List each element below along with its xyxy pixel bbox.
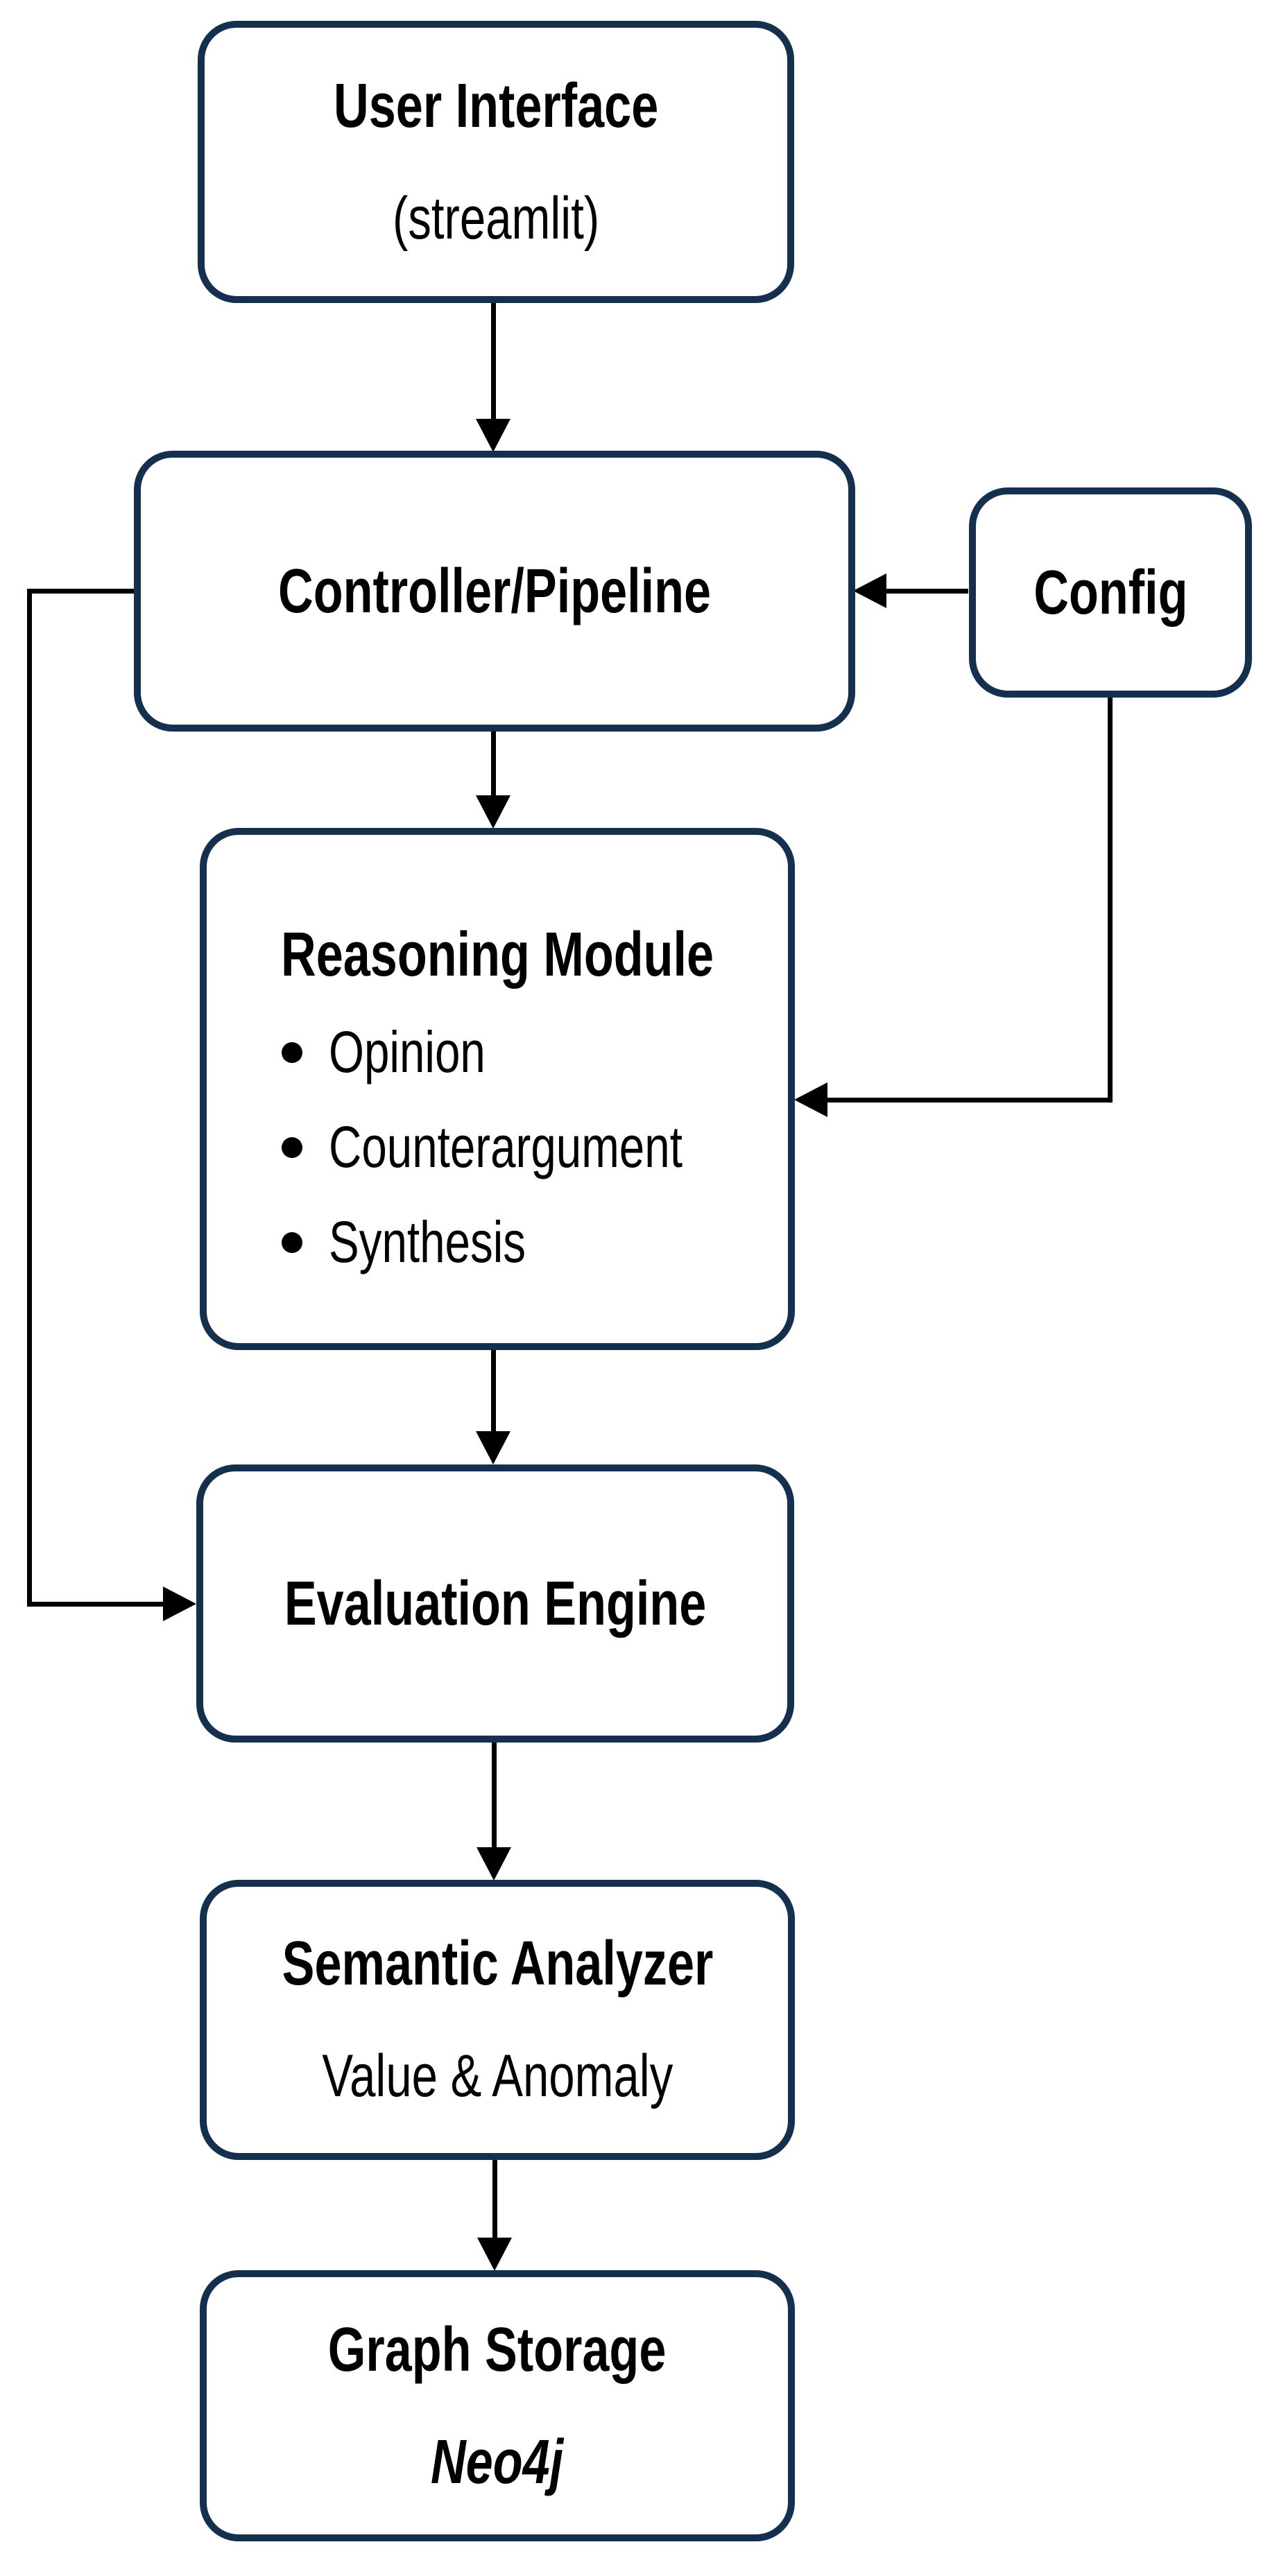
node-title: Config: [1033, 557, 1188, 628]
node-title: Controller/Pipeline: [277, 556, 712, 626]
node-title: Semantic Analyzer: [282, 1929, 713, 1998]
node-controller-pipeline: Controller/Pipeline: [134, 451, 855, 732]
arrowhead-left-icon: [794, 1082, 827, 1117]
node-graph-storage: Graph Storage Neo4j: [200, 2270, 795, 2541]
bullet-icon: [282, 1231, 302, 1253]
list-item: Opinion: [207, 1005, 788, 1100]
arrowhead-left-icon: [853, 573, 886, 608]
node-subtitle: Neo4j: [431, 2427, 564, 2497]
reasoning-bullet-list: Opinion Counterargument Synthesis: [207, 1005, 788, 1290]
node-config: Config: [969, 487, 1252, 698]
list-item: Synthesis: [207, 1195, 788, 1290]
list-item: Counterargument: [207, 1100, 788, 1195]
bullet-icon: [282, 1136, 302, 1158]
arrowhead-down-icon: [476, 419, 510, 452]
node-user-interface: User Interface (streamlit): [198, 21, 794, 303]
bullet-icon: [282, 1041, 302, 1063]
arrowhead-down-icon: [476, 795, 510, 829]
node-title: Graph Storage: [328, 2315, 667, 2385]
node-title: User Interface: [333, 71, 659, 141]
node-title: Reasoning Module: [280, 919, 714, 989]
arrowhead-down-icon: [477, 2238, 512, 2271]
node-subtitle: (streamlit): [392, 184, 600, 252]
node-subtitle: Value & Anomaly: [322, 2043, 673, 2109]
arrowhead-down-icon: [477, 1847, 511, 1881]
node-title: Evaluation Engine: [284, 1568, 707, 1639]
arrowhead-down-icon: [476, 1431, 510, 1464]
node-reasoning-module: Reasoning Module Opinion Counterargument…: [200, 828, 795, 1350]
node-evaluation-engine: Evaluation Engine: [196, 1464, 794, 1743]
node-semantic-analyzer: Semantic Analyzer Value & Anomaly: [200, 1880, 795, 2160]
arrowhead-right-icon: [163, 1587, 196, 1621]
